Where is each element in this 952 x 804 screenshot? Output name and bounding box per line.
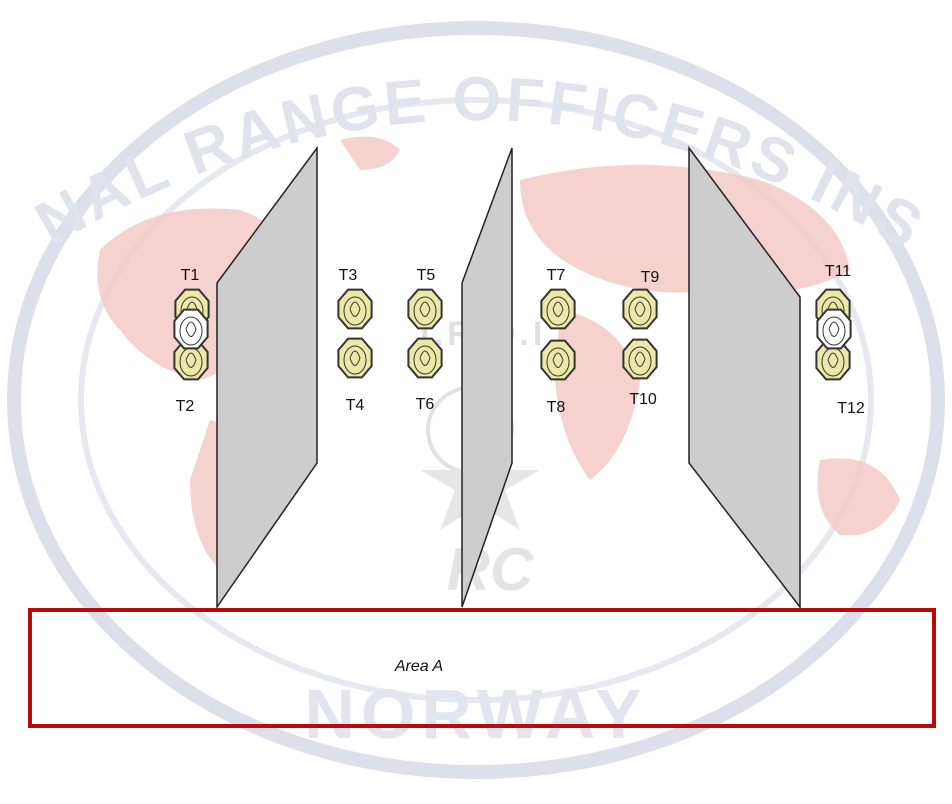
- target-t8: [540, 339, 576, 381]
- barricade-right: [688, 145, 801, 610]
- target-t5-ring: [413, 296, 437, 326]
- target-t9-head: [634, 301, 646, 317]
- target-t4-ring: [343, 345, 367, 375]
- target-label-t12: T12: [837, 400, 865, 417]
- no-shoot-ns1: [173, 308, 209, 350]
- target-t2-head: [185, 352, 197, 368]
- target-label-t11: T11: [825, 263, 851, 280]
- target-t4-outline: [337, 337, 373, 379]
- target-t5-outline: [407, 288, 443, 330]
- target-t9: [622, 288, 658, 330]
- target-t7-head: [552, 301, 564, 317]
- target-label-t5: T5: [417, 267, 436, 284]
- watermark-outer-ring: [7, 21, 945, 779]
- barricades: [216, 145, 801, 610]
- area-a-box: [28, 608, 936, 728]
- target-t3: [337, 288, 373, 330]
- target-t6-ring: [413, 345, 437, 375]
- watermark-emblem-letters: RC: [447, 536, 535, 603]
- target-t6: [407, 337, 443, 379]
- target-t6-outline: [407, 337, 443, 379]
- no-shoot-ns1-ring: [179, 316, 203, 346]
- target-t8-outline: [540, 339, 576, 381]
- target-t7: [540, 288, 576, 330]
- target-label-t8: T8: [547, 399, 566, 416]
- target-t12-head: [827, 352, 839, 368]
- target-label-t10: T10: [629, 391, 657, 408]
- no-shoot-ns2: [816, 308, 852, 350]
- target-t4-head: [349, 350, 361, 366]
- target-t10-ring: [628, 346, 652, 376]
- target-t12-outline: [815, 339, 851, 381]
- target-t6-head: [419, 350, 431, 366]
- barricade-left: [216, 145, 318, 610]
- no-shoot-ns2-head: [828, 321, 840, 337]
- target-label-t6: T6: [416, 396, 435, 413]
- target-label-t1: T1: [181, 267, 200, 284]
- target-t10-outline: [622, 338, 658, 380]
- no-shoot-ns2-ring: [822, 316, 846, 346]
- target-t5: [407, 288, 443, 330]
- no-shoot-ns1-outline: [173, 308, 209, 350]
- no-shoot-ns2-outline: [816, 308, 852, 350]
- watermark-inner-ring: [78, 97, 874, 703]
- target-t3-head: [349, 301, 361, 317]
- target-label-t2: T2: [176, 398, 195, 415]
- target-label-t4: T4: [346, 397, 365, 414]
- target-t7-outline: [540, 288, 576, 330]
- target-t7-ring: [546, 296, 570, 326]
- target-t8-ring: [546, 347, 570, 377]
- no-shoot-ns1-head: [185, 321, 197, 337]
- target-t10-head: [634, 351, 646, 367]
- target-t9-outline: [622, 288, 658, 330]
- target-label-t9: T9: [641, 269, 660, 286]
- target-t8-head: [552, 352, 564, 368]
- target-t2-outline: [173, 339, 209, 381]
- watermark-bottom-text: NORWAY: [304, 675, 647, 753]
- barricade-center: [461, 147, 513, 608]
- area-a-label: Area A: [394, 658, 443, 675]
- target-label-t3: T3: [339, 267, 358, 284]
- target-t3-outline: [337, 288, 373, 330]
- target-t5-head: [419, 301, 431, 317]
- target-t4: [337, 337, 373, 379]
- target-t3-ring: [343, 296, 367, 326]
- target-t10: [622, 338, 658, 380]
- target-label-t7: T7: [547, 267, 566, 284]
- target-t9-ring: [628, 296, 652, 326]
